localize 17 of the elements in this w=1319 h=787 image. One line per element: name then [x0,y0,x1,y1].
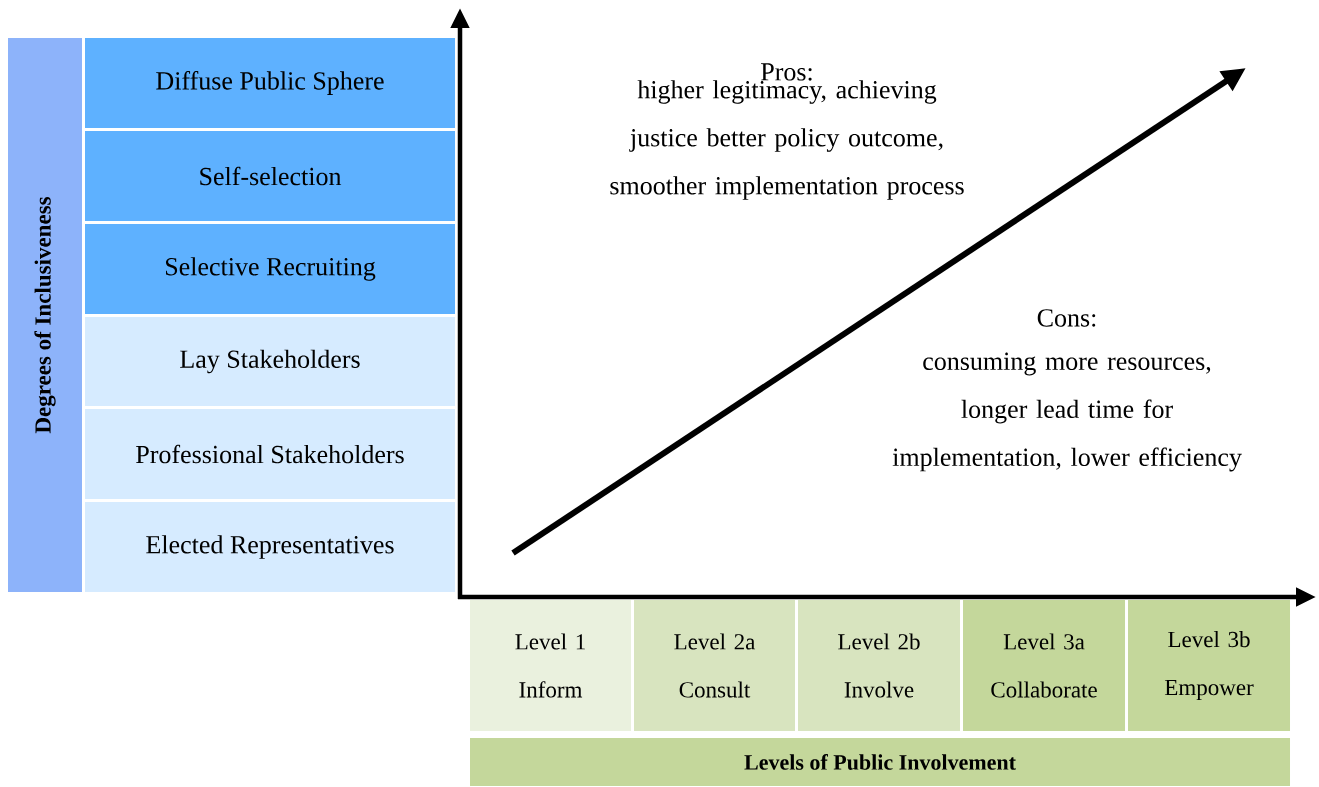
cons-text: consuming more resources, longer lead time for implementation, lower efficiency [892,352,1242,472]
level-box: Level 2a Consult [634,600,795,731]
category-box: Selective Recruiting [85,224,455,314]
level-box: Level 3b Empower [1128,600,1290,731]
level-box: Level 1 Inform [470,600,631,731]
level-box: Level 2b Involve [798,600,960,731]
pros-text: higher legitimacy, achieving justice better policy outcome, smoother implementation process [610,80,964,200]
axis-title-band: Degrees of Inclusiveness [8,38,82,592]
category-box: Elected Representatives [85,502,455,592]
category-box: Lay Stakeholders [85,317,455,406]
category-box: Diffuse Public Sphere [85,38,455,128]
category-box: Self-selection [85,131,455,221]
axis-title-band: Levels of Public Involvement [470,738,1290,786]
pros-heading: Pros: [761,63,812,81]
category-box: Professional Stakeholders [85,409,455,499]
cons-heading: Cons: [1037,309,1096,327]
level-box: Level 3a Collaborate [963,600,1125,731]
